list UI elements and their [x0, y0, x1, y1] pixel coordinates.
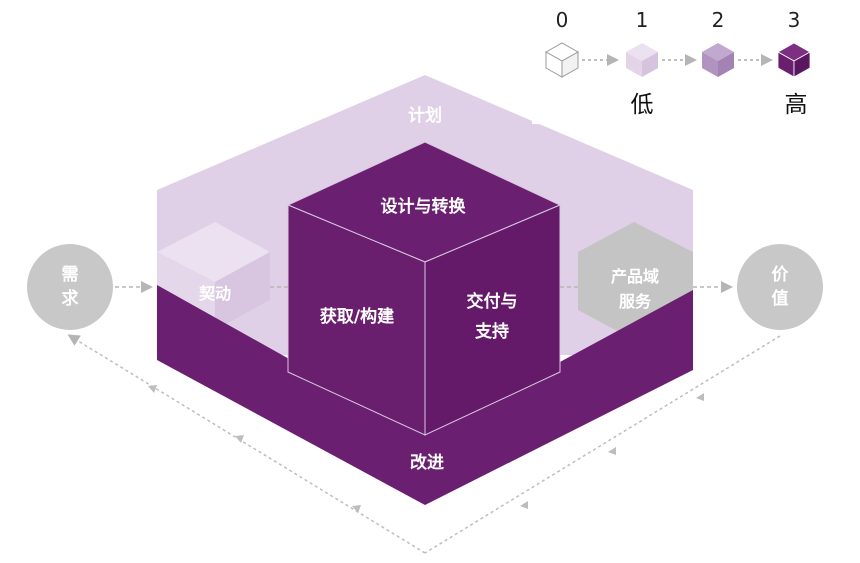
legend-cube-0: [544, 42, 580, 78]
label-deliver-support-2: 支持: [475, 321, 509, 342]
legend-num-1: 1: [636, 8, 649, 32]
loop-arrow-4: [520, 501, 528, 509]
improve-base: [157, 285, 693, 505]
label-demand-1: 需: [62, 265, 79, 285]
label-plan: 计划: [408, 105, 442, 126]
demand-circle: [27, 244, 113, 330]
loop-arrow-2: [235, 435, 244, 443]
label-design-transform: 设计与转换: [381, 196, 467, 217]
label-improve: 改进: [410, 452, 444, 473]
label-value-2: 值: [772, 288, 789, 309]
loop-arrow-3: [148, 385, 157, 393]
label-deliver-support-1: 交付与: [467, 291, 518, 312]
loop-arrow-6: [696, 393, 704, 401]
legend-num-2: 2: [712, 8, 725, 32]
legend: 0 1 2 3 低 高: [532, 0, 860, 124]
legend-low: 低: [631, 92, 654, 118]
value-circle: [737, 244, 823, 330]
label-product-service-2: 服务: [619, 292, 652, 311]
label-demand-2: 求: [62, 288, 79, 309]
legend-cube-3: [777, 42, 811, 78]
legend-high: 高: [785, 92, 808, 118]
legend-cube-2: [702, 43, 734, 77]
legend-background: [532, 0, 860, 124]
label-product-service-1: 产品域: [611, 267, 659, 286]
loop-arrow-5: [608, 447, 616, 455]
legend-num-0: 0: [556, 8, 569, 32]
label-obtain-build: 获取/构建: [320, 306, 394, 327]
legend-cube-1: [626, 43, 658, 77]
label-engage: 契动: [198, 284, 231, 303]
legend-num-3: 3: [788, 8, 801, 32]
loop-arrow-1: [352, 505, 361, 513]
feedback-loop: [67, 334, 781, 554]
central-cube: [286, 141, 562, 436]
label-value-1: 价: [772, 265, 790, 285]
